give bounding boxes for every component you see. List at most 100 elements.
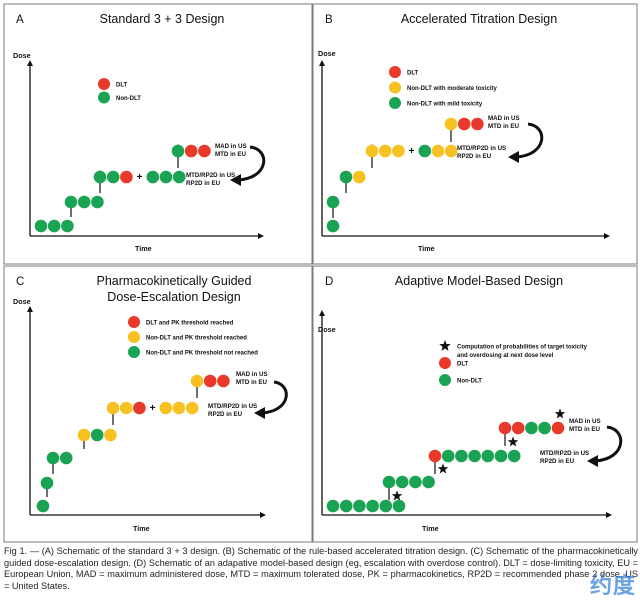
star-icon	[554, 408, 566, 419]
non-dlt-dot	[455, 449, 468, 463]
y-axis-arrow-icon	[27, 306, 33, 312]
star-icon	[439, 340, 451, 351]
non-dlt-dot	[379, 499, 393, 513]
non-dlt-dot	[34, 219, 48, 233]
moderate-dot	[159, 401, 173, 415]
panel-letter: B	[325, 14, 333, 26]
legend-swatch	[439, 374, 451, 386]
legend-swatch	[389, 97, 401, 109]
dlt-dot	[198, 144, 211, 158]
non-dlt-dot	[418, 144, 432, 158]
moderate-dot	[190, 374, 204, 388]
mtd-label: RP2D in EU	[457, 153, 492, 160]
x-axis-arrow-icon	[258, 233, 264, 239]
non-dlt-dot	[36, 499, 50, 513]
dlt-dot	[457, 117, 471, 131]
non-dlt-dot	[339, 170, 353, 184]
star-icon	[391, 490, 403, 501]
plus-sign: +	[137, 172, 143, 183]
legend-label: DLT	[407, 71, 419, 77]
legend-label: DLT	[457, 362, 469, 368]
non-dlt-dot	[468, 449, 481, 463]
x-axis-arrow-icon	[606, 512, 612, 518]
mtd-label: RP2D in EU	[186, 180, 221, 187]
x-axis-arrow-icon	[260, 512, 266, 518]
x-axis-arrow-icon	[604, 233, 610, 239]
moderate-dot	[185, 401, 199, 415]
legend-swatch	[439, 357, 451, 369]
dlt-dot	[133, 401, 146, 415]
curved-arrow-icon	[261, 380, 288, 415]
mad-label: MTD in EU	[488, 123, 519, 130]
moderate-dot	[119, 401, 133, 415]
mtd-label: MTD/RP2D in US	[540, 450, 589, 457]
dlt-dot	[120, 170, 133, 184]
non-dlt-dot	[61, 219, 74, 233]
legend-label: Non-DLT and PK threshold not reached	[146, 351, 258, 357]
panel-title: Pharmacokinetically Guided	[97, 274, 252, 288]
non-dlt-dot	[392, 499, 406, 513]
panel-frame	[312, 3, 638, 265]
panel-frame	[3, 265, 313, 543]
moderate-dot	[365, 144, 379, 158]
mtd-label: RP2D in EU	[540, 458, 575, 465]
non-dlt-dot	[422, 475, 435, 489]
legend-label: Non-DLT and PK threshold reached	[146, 336, 247, 342]
non-dlt-dot	[171, 144, 185, 158]
non-dlt-dot	[353, 499, 366, 513]
y-axis-arrow-icon	[319, 310, 325, 316]
mtd-label: MTD/RP2D in US	[208, 403, 257, 410]
non-dlt-dot	[326, 499, 340, 513]
non-dlt-dot	[409, 475, 422, 489]
legend-label: DLT and PK threshold reached	[146, 321, 234, 327]
legend-label: Non-DLT	[457, 379, 482, 385]
non-dlt-dot	[93, 170, 107, 184]
legend-swatch	[389, 81, 401, 94]
panel-letter: D	[325, 276, 333, 288]
non-dlt-dot	[64, 195, 78, 209]
legend-swatch	[128, 316, 140, 328]
legend-label: and overdosing at next dose level	[457, 353, 554, 359]
panel-title: Dose-Escalation Design	[107, 290, 240, 304]
y-axis-arrow-icon	[319, 60, 325, 66]
mad-label: MTD in EU	[215, 151, 246, 158]
mtd-label: MTD/RP2D in US	[457, 145, 506, 152]
legend-label: Computation of probabilities of target t…	[457, 345, 588, 351]
moderate-dot	[172, 401, 186, 415]
mad-label: MAD in US	[215, 143, 247, 150]
non-dlt-dot	[91, 195, 104, 209]
non-dlt-dot	[159, 170, 173, 184]
non-dlt-dot	[146, 170, 160, 184]
star-icon	[437, 463, 449, 474]
moderate-dot	[378, 144, 392, 158]
non-dlt-dot	[46, 451, 60, 465]
dlt-dot	[203, 374, 217, 388]
star-icon	[507, 436, 519, 447]
non-dlt-dot	[395, 475, 409, 489]
mtd-label: RP2D in EU	[208, 411, 243, 418]
dlt-dot	[498, 421, 512, 435]
plus-sign: +	[150, 403, 156, 414]
non-dlt-dot	[40, 476, 54, 490]
legend-swatch	[128, 331, 140, 343]
legend-swatch	[98, 78, 110, 90]
figure-caption: Fig 1. — (A) Schematic of the standard 3…	[4, 546, 638, 592]
x-axis-label: Time	[133, 524, 150, 533]
mad-label: MTD in EU	[569, 426, 600, 433]
dlt-dot	[217, 374, 230, 388]
panel-letter: A	[16, 14, 24, 26]
legend-swatch	[98, 91, 110, 104]
y-axis-label: Dose	[318, 325, 336, 334]
y-axis-label: Dose	[13, 51, 31, 60]
moderate-dot	[352, 170, 366, 184]
non-dlt-dot	[90, 428, 104, 442]
mad-label: MTD in EU	[236, 379, 267, 386]
